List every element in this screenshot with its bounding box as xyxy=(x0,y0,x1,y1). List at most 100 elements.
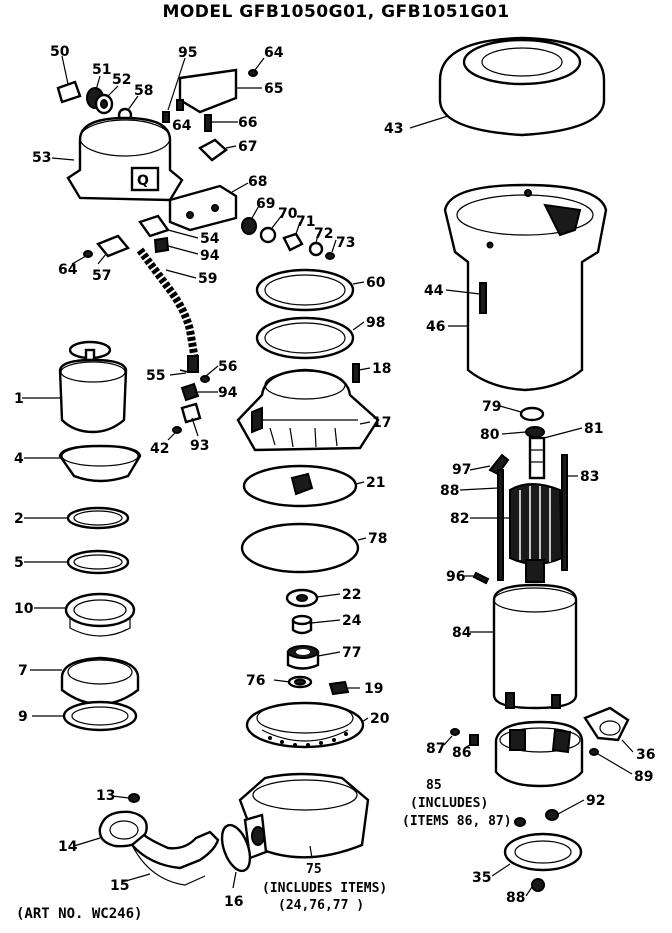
callout-66: 66 xyxy=(238,115,257,131)
part-small-nut xyxy=(514,817,526,827)
callout-64-c: 64 xyxy=(58,262,78,278)
callout-58: 58 xyxy=(134,83,153,99)
callout-13: 13 xyxy=(96,788,115,804)
part-78-gasket xyxy=(240,522,360,574)
part-69-grommet xyxy=(241,217,257,235)
callout-1: 1 xyxy=(14,391,24,407)
callout-94-b: 94 xyxy=(218,385,238,401)
callout-19: 19 xyxy=(364,681,383,697)
callout-labels: 50 51 52 58 53 95 64 65 64 66 67 68 69 7… xyxy=(14,44,655,910)
caption-85-includes: (INCLUDES) xyxy=(410,796,489,811)
callout-44: 44 xyxy=(424,283,444,299)
part-44-screw xyxy=(479,282,487,314)
caption-75-includes: (INCLUDES ITEMS) xyxy=(262,881,388,896)
callout-17: 17 xyxy=(372,415,391,431)
callout-88-a: 88 xyxy=(440,483,459,499)
callout-42: 42 xyxy=(150,441,169,457)
callout-64-b: 64 xyxy=(172,118,192,134)
part-21-plate xyxy=(242,464,358,508)
part-84-stator-shell xyxy=(492,583,578,710)
part-46-inner-housing xyxy=(443,183,608,392)
callout-16: 16 xyxy=(224,894,243,910)
part-57-strain-relief xyxy=(96,234,130,258)
callout-83: 83 xyxy=(580,469,599,485)
callout-73: 73 xyxy=(336,235,355,251)
callout-69: 69 xyxy=(256,196,275,212)
callout-68: 68 xyxy=(248,174,267,190)
callout-82: 82 xyxy=(450,511,469,527)
part-88-nut xyxy=(531,878,545,892)
callout-70: 70 xyxy=(278,206,298,222)
callout-97: 97 xyxy=(452,462,471,478)
part-55-wire xyxy=(179,369,189,373)
callout-54: 54 xyxy=(200,231,220,247)
callout-81: 81 xyxy=(584,421,603,437)
callout-4: 4 xyxy=(14,451,24,467)
part-77-bearing xyxy=(286,645,320,670)
part-94-nut-lower xyxy=(180,382,200,402)
callout-9: 9 xyxy=(18,709,28,725)
diagram-title: MODEL GFB1050G01, GFB1051G01 xyxy=(162,2,510,22)
part-24-slinger xyxy=(291,614,313,635)
part-66-screw xyxy=(204,114,212,132)
callout-65: 65 xyxy=(264,81,283,97)
part-96-screw xyxy=(472,571,490,585)
part-86-screw xyxy=(469,734,479,746)
part-75-lower-housing xyxy=(238,772,370,860)
callout-72: 72 xyxy=(314,226,333,242)
part-80-washer xyxy=(525,426,545,438)
callout-84: 84 xyxy=(452,625,472,641)
part-87-screw xyxy=(450,728,460,736)
caption-85-number: 85 xyxy=(426,778,442,793)
part-82-armature xyxy=(509,483,564,583)
callout-18: 18 xyxy=(372,361,391,377)
callout-94-a: 94 xyxy=(200,248,220,264)
part-10-mount-ring xyxy=(64,592,136,637)
art-number-note: (ART NO. WC246) xyxy=(16,906,143,922)
callout-5: 5 xyxy=(14,555,24,571)
callout-89: 89 xyxy=(634,769,653,785)
caption-85-items: (ITEMS 86, 87) xyxy=(402,814,512,829)
leader-lines xyxy=(22,55,634,897)
callout-56: 56 xyxy=(218,359,237,375)
callout-10: 10 xyxy=(14,601,34,617)
part-81-shaft xyxy=(528,436,546,480)
callout-14: 14 xyxy=(58,839,78,855)
part-64-screw-cover xyxy=(176,99,184,111)
callout-76: 76 xyxy=(246,673,265,689)
callout-43: 43 xyxy=(384,121,403,137)
part-95-screw xyxy=(162,111,170,123)
part-60-gasket xyxy=(255,268,355,312)
part-89-screw xyxy=(589,748,599,756)
callout-51: 51 xyxy=(92,62,111,78)
part-85-end-bell xyxy=(494,720,584,788)
callout-95: 95 xyxy=(178,45,197,61)
callout-2: 2 xyxy=(14,511,24,527)
part-73-screw xyxy=(325,252,335,260)
callout-98: 98 xyxy=(366,315,385,331)
caption-75-number: 75 xyxy=(306,862,322,877)
callout-92: 92 xyxy=(586,793,605,809)
part-20-shredder-ring xyxy=(245,701,365,749)
part-83-through-bolt xyxy=(561,454,568,571)
callout-60: 60 xyxy=(366,275,386,291)
part-97-clip xyxy=(488,453,510,476)
part-43-outer-shell xyxy=(438,36,606,137)
part-9-cushion xyxy=(62,700,138,732)
callout-21: 21 xyxy=(366,475,385,491)
callout-55: 55 xyxy=(146,368,165,384)
part-76-seal xyxy=(287,675,313,689)
callout-86: 86 xyxy=(452,745,471,761)
part-2-gasket xyxy=(66,506,130,530)
part-94-nut-upper xyxy=(153,236,170,254)
part-22-washer xyxy=(285,588,319,608)
callout-80: 80 xyxy=(480,427,500,443)
part-68-bracket xyxy=(168,184,238,232)
part-4-splash-guard xyxy=(58,444,142,483)
part-18-screw xyxy=(352,363,360,383)
caption-75-items: (24,76,77 ) xyxy=(278,898,365,913)
callout-64-a: 64 xyxy=(264,45,284,61)
part-19-lug xyxy=(328,680,350,696)
callout-78: 78 xyxy=(368,531,387,547)
